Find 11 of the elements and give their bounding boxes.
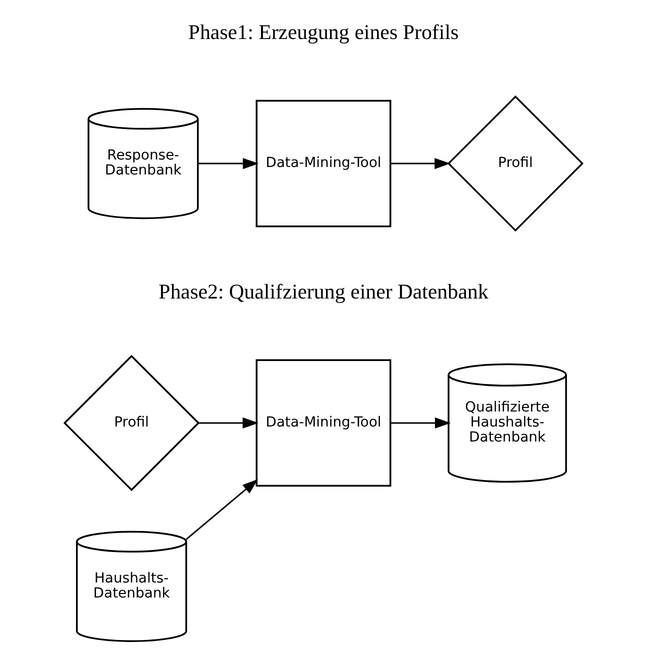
arrow (186, 479, 258, 540)
node-box: Data-Mining-Tool (256, 359, 392, 487)
node-box: Data-Mining-Tool (256, 100, 392, 228)
arrow (390, 417, 451, 429)
arrow (390, 158, 450, 170)
arrow (198, 417, 258, 429)
node-diamond: Profil (447, 95, 584, 232)
label: Phase1: Erzeugung eines Profils (188, 20, 459, 44)
arrow (198, 158, 259, 170)
node-diamond: Profil (63, 354, 200, 492)
label: Phase2: Qualifzierung einer Datenbank (158, 279, 488, 304)
